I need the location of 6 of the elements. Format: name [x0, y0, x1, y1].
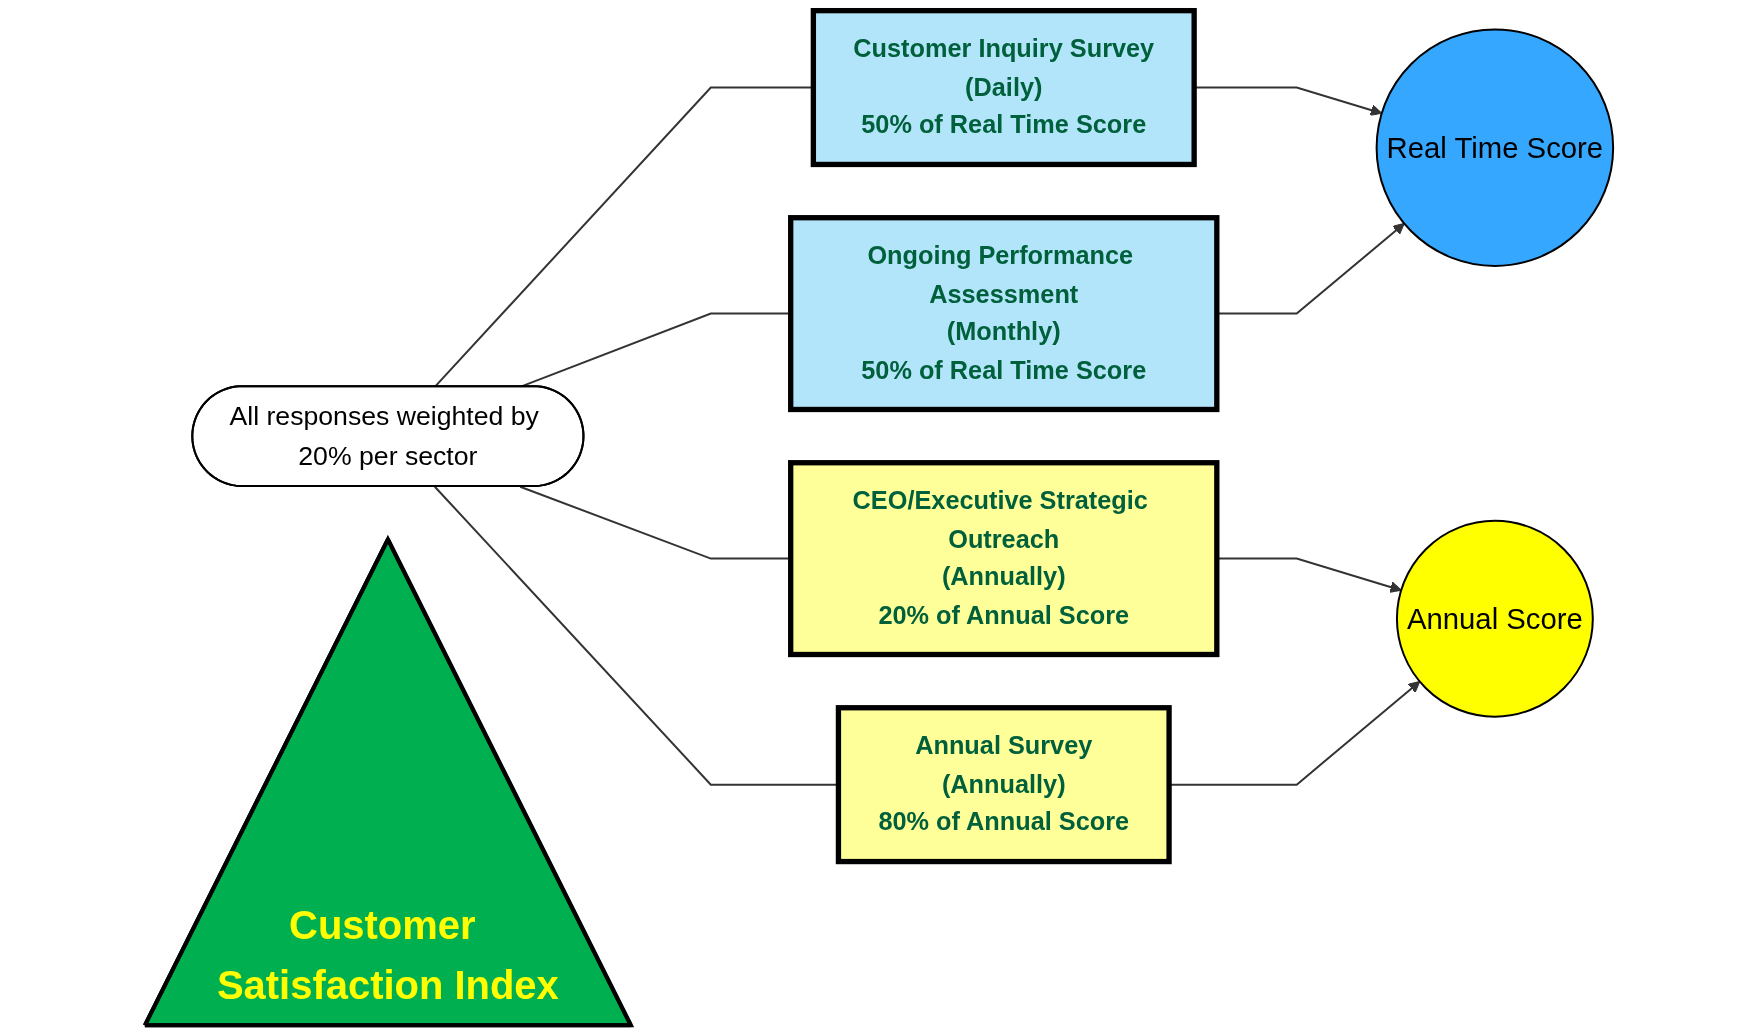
node-box: Customer Inquiry Survey (Daily) 50% of Real Time Score	[810, 8, 1197, 168]
node-box: CEO/Executive Strategic Outreach (Annually) 20% of Annual Score	[788, 460, 1220, 658]
node-circle: Real Time Score	[1375, 28, 1615, 267]
node-circle: Annual Score	[1395, 519, 1594, 718]
node-box: Ongoing Performance Assessment (Monthly) 50% of Real Time Score	[788, 215, 1220, 413]
node-box: Annual Survey (Annually) 80% of Annual Score	[835, 705, 1172, 865]
